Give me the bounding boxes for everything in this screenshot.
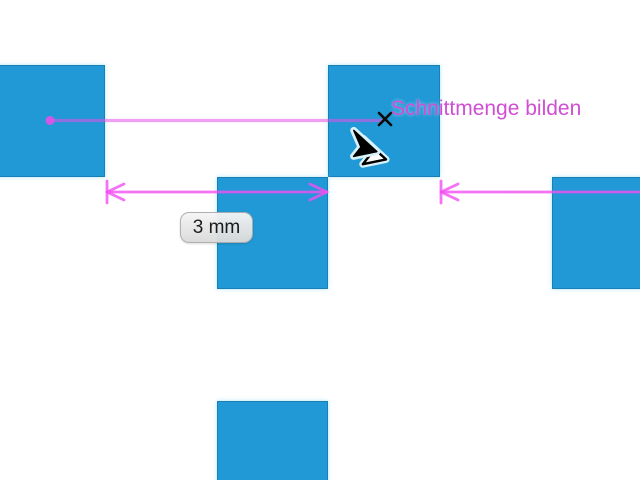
distance-label: 3 mm [180,212,253,243]
gap-arrowhead-left [105,182,126,202]
square-top-left[interactable] [0,65,105,177]
square-bottom[interactable] [217,401,328,480]
action-tooltip: Schnittmenge bilden [391,97,582,120]
gap-arrowhead-left [439,182,460,202]
square-middle-right[interactable] [552,177,640,289]
